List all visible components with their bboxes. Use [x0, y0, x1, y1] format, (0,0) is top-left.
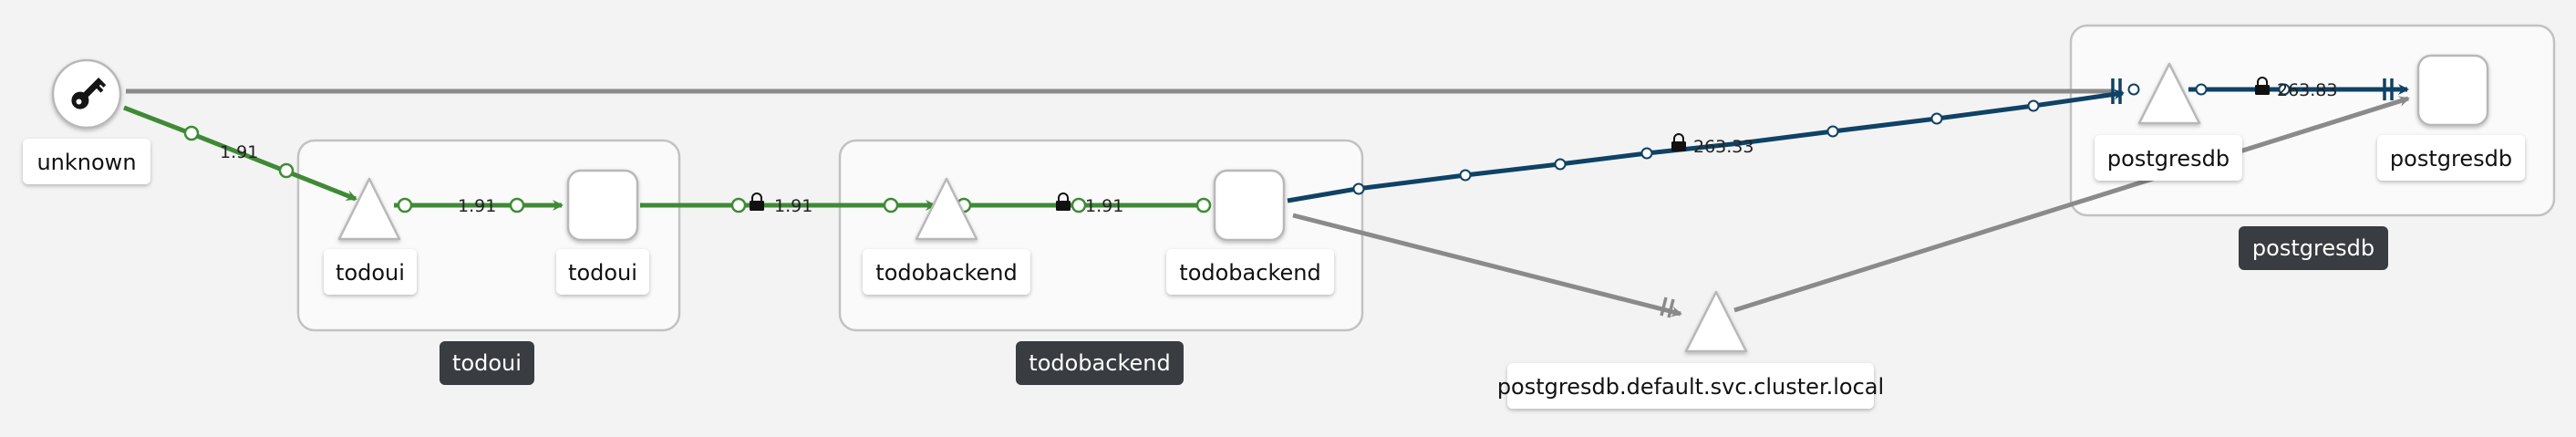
node-todobackend-service[interactable] [915, 177, 978, 241]
node-todobackend-workload[interactable] [1213, 169, 1286, 242]
edge-todobackend-to-external-postgres[interactable] [1292, 213, 1682, 317]
edge-todobackend-to-postgresdb[interactable] [1287, 88, 2125, 203]
svg-text:todoui: todoui [568, 260, 637, 286]
svg-text:1.91: 1.91 [220, 142, 258, 162]
svg-text:unknown: unknown [36, 150, 136, 175]
node-label-todoui-service: todoui [324, 249, 417, 295]
edge-label-unknown-to-todoui[interactable]: 1.91 [220, 142, 258, 162]
group-badge-todoui[interactable]: todoui [440, 341, 534, 385]
edge-tick-marks [1660, 78, 2394, 318]
node-todoui-service[interactable] [337, 177, 401, 241]
node-label-unknown: unknown [23, 139, 150, 184]
node-label-todobackend-service: todobackend [863, 249, 1030, 295]
svg-text:todoui: todoui [336, 260, 405, 286]
lock-icon [1056, 192, 1071, 211]
node-unknown[interactable] [51, 58, 122, 130]
node-postgres-external-service[interactable] [1684, 290, 1748, 353]
edge-label-todobackend-internal[interactable]: 1.91 [1056, 192, 1123, 216]
edge-dots-tcp [1352, 83, 2291, 195]
svg-text:postgresdb: postgresdb [2390, 146, 2512, 172]
lock-icon [1671, 133, 1686, 151]
node-postgresdb-service[interactable] [2137, 62, 2201, 125]
svg-text:1.91: 1.91 [774, 196, 812, 216]
svg-text:postgresdb: postgresdb [2252, 235, 2374, 261]
svg-text:263.33: 263.33 [1693, 137, 1754, 157]
svg-text:todoui: todoui [452, 350, 522, 376]
node-postgresdb-workload[interactable] [2416, 54, 2489, 127]
group-badge-todobackend[interactable]: todobackend [1016, 341, 1184, 385]
svg-text:postgresdb.default.svc.cluster: postgresdb.default.svc.cluster.local [1497, 374, 1884, 400]
svg-text:todobackend: todobackend [1179, 260, 1320, 286]
edge-label-postgresdb-internal[interactable]: 263.83 [2255, 77, 2337, 100]
node-todoui-workload[interactable] [566, 169, 639, 242]
svg-text:todobackend: todobackend [1029, 350, 1170, 376]
edge-external-postgres-to-postgresdb[interactable] [1733, 96, 2410, 313]
svg-text:263.83: 263.83 [2277, 80, 2337, 100]
edge-label-todoui-to-todobackend[interactable]: 1.91 [750, 192, 812, 216]
key-icon [71, 77, 107, 109]
svg-text:postgresdb: postgresdb [2107, 146, 2229, 172]
node-label-postgres-external-service: postgresdb.default.svc.cluster.local [1497, 363, 1884, 409]
edge-label-todobackend-to-postgresdb[interactable]: 263.33 [1671, 133, 1754, 157]
svg-text:todobackend: todobackend [875, 260, 1017, 286]
lock-icon [750, 192, 764, 211]
node-label-postgresdb-service: postgresdb [2095, 135, 2242, 181]
group-badge-postgresdb[interactable]: postgresdb [2239, 226, 2388, 270]
svg-text:1.91: 1.91 [1085, 196, 1123, 216]
edge-label-todoui-internal[interactable]: 1.91 [458, 196, 496, 216]
lock-icon [2255, 77, 2270, 95]
node-label-todobackend-workload: todobackend [1166, 249, 1334, 295]
node-label-todoui-workload: todoui [556, 249, 649, 295]
svg-text:1.91: 1.91 [458, 196, 496, 216]
node-label-postgresdb-workload: postgresdb [2377, 135, 2525, 181]
